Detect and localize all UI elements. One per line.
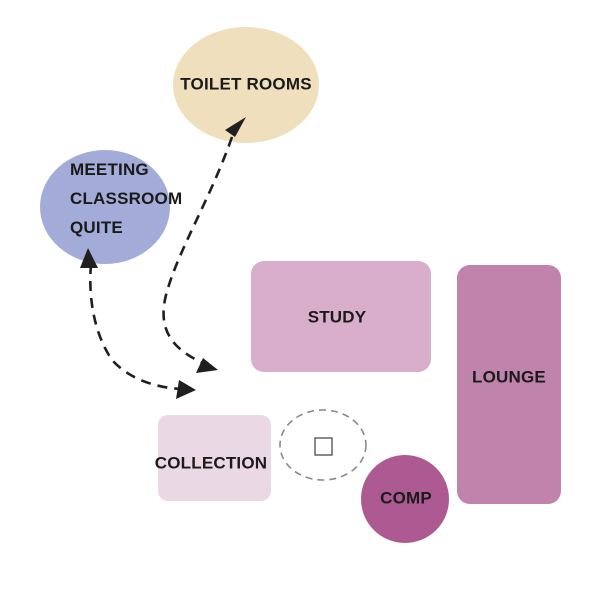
lounge-label: LOUNGE <box>472 367 546 386</box>
dashed-ring <box>279 409 367 481</box>
arrowhead-icon <box>176 380 196 399</box>
study-zone: STUDY <box>251 261 431 372</box>
collection-zone: COLLECTION <box>155 415 271 501</box>
collection-label: COLLECTION <box>155 453 268 472</box>
meeting-label-line: MEETING <box>70 160 149 179</box>
toilet-rooms-label: TOILET ROOMS <box>180 74 311 93</box>
lounge-block <box>457 265 561 504</box>
flow-arrow-meeting-collection <box>80 248 196 399</box>
meeting-bubble <box>40 150 170 264</box>
toilet-rooms-bubble <box>173 27 319 143</box>
meeting-label-line: CLASSROOM <box>70 189 182 208</box>
meeting-label-line: QUITE <box>70 218 123 237</box>
arrowhead-icon <box>80 248 98 268</box>
meeting-zone: MEETING CLASSROOM QUITE <box>40 150 187 264</box>
flow-path <box>89 263 183 391</box>
flow-path <box>162 136 234 367</box>
lounge-zone: LOUNGE <box>457 265 561 504</box>
meeting-label: MEETING CLASSROOM QUITE <box>70 160 187 237</box>
collection-block <box>158 415 271 501</box>
study-block <box>251 261 431 372</box>
open-node <box>279 409 367 481</box>
comp-label: COMP <box>380 488 432 507</box>
study-label: STUDY <box>308 307 367 326</box>
comp-zone: COMP <box>361 455 449 543</box>
toilet-rooms-zone: TOILET ROOMS <box>173 27 319 143</box>
arrowhead-icon <box>196 358 218 373</box>
comp-bubble <box>361 455 449 543</box>
arrowhead-icon <box>225 117 246 137</box>
flow-arrow-toilet-collection <box>162 117 246 373</box>
node-square-icon <box>314 437 333 456</box>
